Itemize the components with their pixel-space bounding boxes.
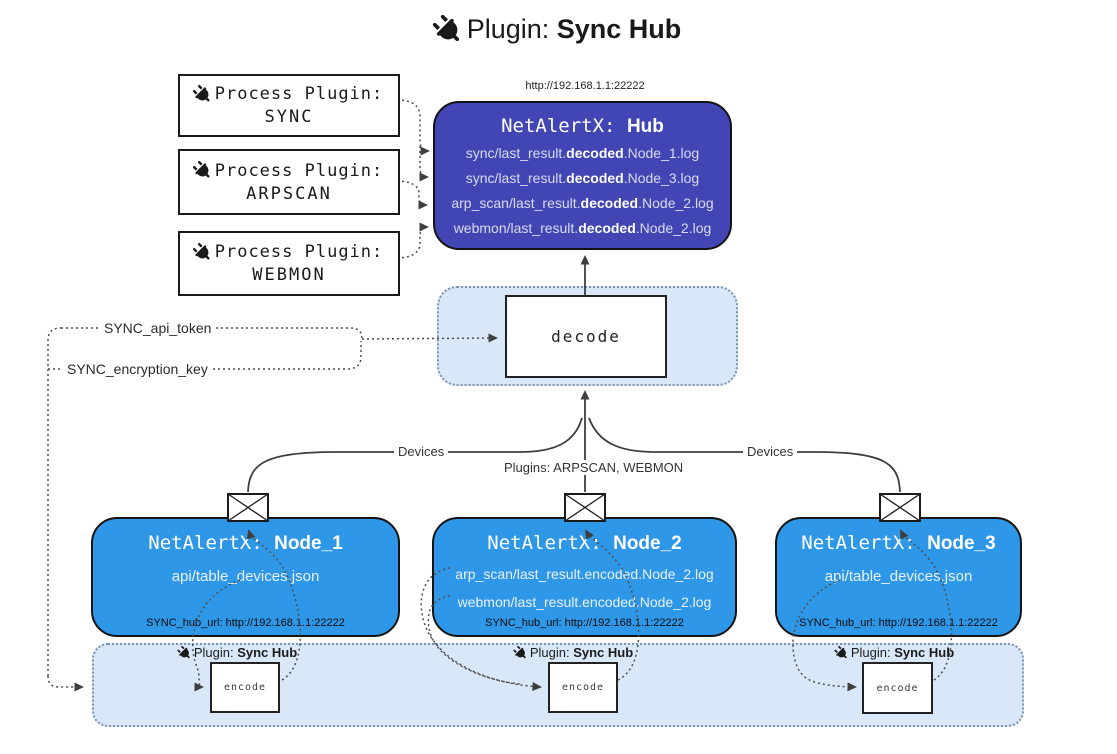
decode-box: decode <box>505 295 667 378</box>
process-plugin-arpscan: Process Plugin: ARPSCAN <box>178 149 400 215</box>
page-title: Plugin: Sync Hub <box>0 14 1117 45</box>
plugins-label-mid: Plugins: ARPSCAN, WEBMON <box>500 460 683 475</box>
envelope-icon <box>564 493 606 522</box>
encoder-label: Plugin: Sync Hub <box>177 645 297 660</box>
hub-box: NetAlertX: Hub sync/last_result.decoded.… <box>433 101 732 250</box>
hub-title: NetAlertX: Hub <box>501 115 664 137</box>
encoder-label: Plugin: Sync Hub <box>834 645 954 660</box>
node-title: NetAlertX: Node_3 <box>801 532 996 554</box>
plug-icon <box>192 84 210 102</box>
node-file: arp_scan/last_result.encoded.Node_2.log <box>455 566 714 582</box>
plug-icon <box>834 645 847 658</box>
encode-box: encode <box>548 662 618 713</box>
node-1-box: NetAlertX: Node_1 api/table_devices.json… <box>91 517 400 637</box>
node-file: webmon/last_result.encoded.Node_2.log <box>457 594 712 610</box>
hub-log-line: sync/last_result.decoded.Node_3.log <box>465 170 700 186</box>
hub-log-line: sync/last_result.decoded.Node_1.log <box>465 145 700 161</box>
envelope-icon <box>227 493 269 522</box>
node-hub-url: SYNC_hub_url: http://192.168.1.1:22222 <box>485 617 684 629</box>
hub-url-label: http://192.168.1.1:22222 <box>525 80 645 92</box>
devices-label-right: Devices <box>743 444 798 459</box>
node-2-box: NetAlertX: Node_2 arp_scan/last_result.e… <box>432 517 737 637</box>
devices-label-left: Devices <box>394 444 449 459</box>
encoder-label: Plugin: Sync Hub <box>513 645 633 660</box>
envelope-icon <box>879 493 921 522</box>
node-3-box: NetAlertX: Node_3 api/table_devices.json… <box>775 517 1022 637</box>
sync-api-token-label: SYNC_api_token <box>100 320 216 336</box>
encode-box: encode <box>210 662 280 713</box>
plug-icon <box>192 242 210 260</box>
hub-log-line: arp_scan/last_result.decoded.Node_2.log <box>451 195 714 211</box>
process-plugin-sync: Process Plugin: SYNC <box>178 74 400 137</box>
node-file: api/table_devices.json <box>824 568 973 585</box>
node-title: NetAlertX: Node_1 <box>148 532 343 554</box>
sync-encryption-key-label: SYNC_encryption_key <box>63 361 212 377</box>
process-plugin-webmon: Process Plugin: WEBMON <box>178 231 400 296</box>
plug-icon <box>432 14 459 41</box>
node-file: api/table_devices.json <box>171 568 320 585</box>
plug-icon <box>177 645 190 658</box>
node-title: NetAlertX: Node_2 <box>487 532 682 554</box>
hub-log-line: webmon/last_result.decoded.Node_2.log <box>453 220 712 236</box>
node-hub-url: SYNC_hub_url: http://192.168.1.1:22222 <box>146 617 345 629</box>
plug-icon <box>192 160 210 178</box>
encode-box: encode <box>862 662 933 714</box>
node-hub-url: SYNC_hub_url: http://192.168.1.1:22222 <box>799 617 998 629</box>
